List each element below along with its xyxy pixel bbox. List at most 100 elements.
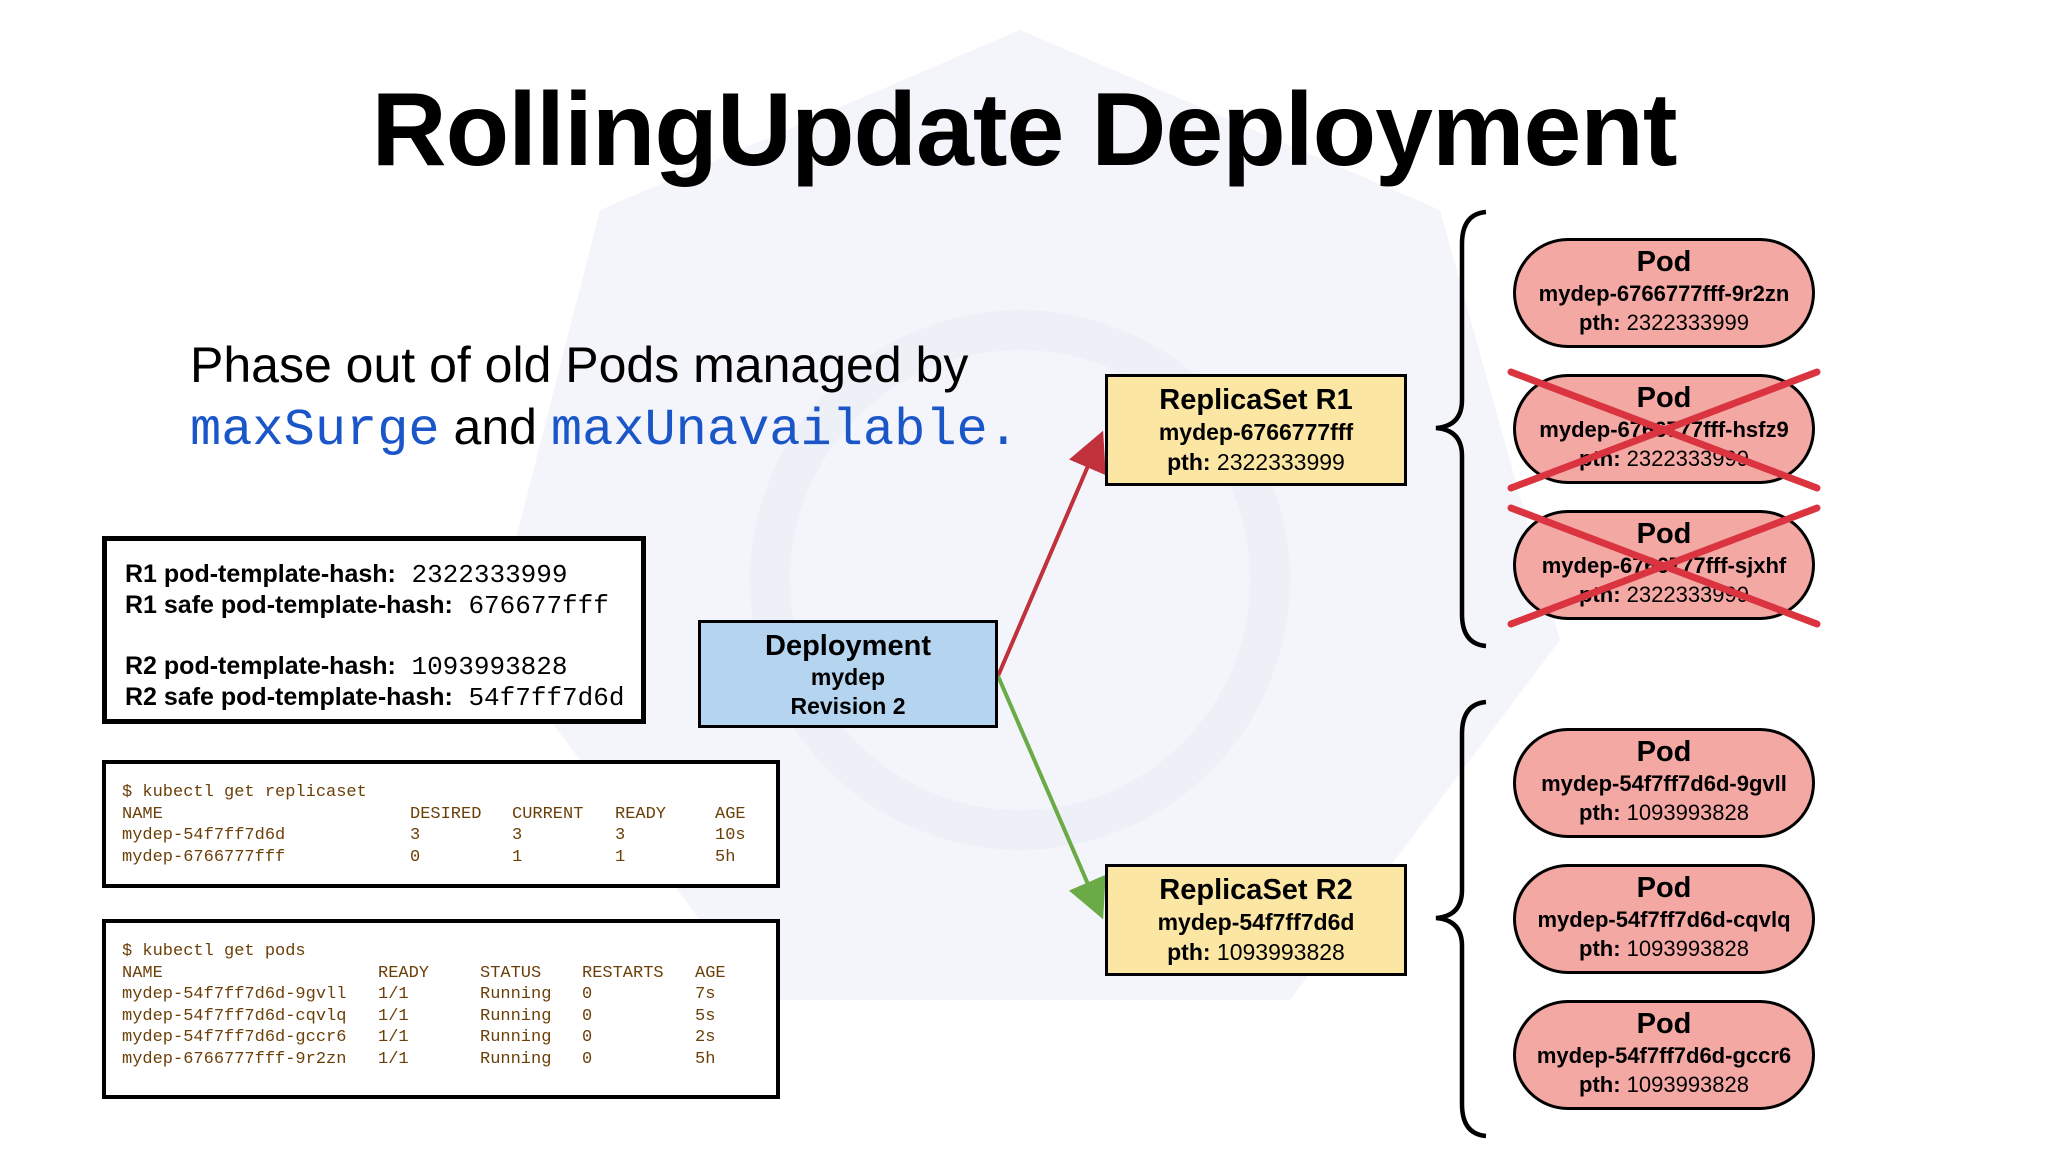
pods-terminal-cell: Running: [480, 1049, 552, 1069]
pth-value: 1093993828: [1210, 939, 1345, 965]
pod-pth: pth: 1093993828: [1516, 799, 1812, 827]
pod-template-hash-box: R1 pod-template-hash: 2322333999 R1 safe…: [102, 536, 646, 724]
replicaset-terminal-cell: AGE: [715, 804, 746, 824]
replicaset-pth: pth: 1093993828: [1108, 937, 1404, 967]
replicaset-terminal-cell: 3: [410, 826, 421, 845]
pods-terminal-cell: 7s: [695, 985, 716, 1004]
r1-safe-hash-value: 676677fff: [452, 591, 609, 621]
pods-terminal-cell: 0: [582, 985, 593, 1004]
pth-label: pth:: [1167, 449, 1211, 475]
replicaset-terminal-cell: 3: [615, 826, 626, 845]
replicaset-title: ReplicaSet R2: [1159, 874, 1353, 906]
replicaset-terminal-cell: 1: [512, 847, 523, 867]
r2-hash-label: R2 pod-template-hash:: [125, 652, 396, 680]
pods-terminal-cell: AGE: [695, 963, 726, 983]
pods-terminal-cell: 1/1: [378, 1049, 409, 1069]
subtitle-line2: maxSurge and maxUnavailable.: [190, 396, 1019, 462]
pods-terminal-header-row: NAME READY STATUS RESTARTS AGE: [122, 963, 776, 985]
pod-pth: pth: 2322333999: [1516, 309, 1812, 337]
replicaset-terminal-cell: mydep-6766777fff: [122, 847, 286, 867]
pod-pth: pth: 2322333999: [1516, 445, 1812, 473]
pth-label: pth:: [1579, 936, 1621, 961]
r1-safe-hash-label: R1 safe pod-template-hash:: [125, 591, 453, 619]
replicaset-r1-node: ReplicaSet R1 mydep-6766777fff pth: 2322…: [1105, 374, 1407, 486]
pod-title: Pod: [1636, 872, 1692, 904]
pods-terminal-row: mydep-54f7ff7d6d-9gvll 1/1 Running 0 7s: [122, 984, 776, 1006]
deployment-revision: Revision 2: [790, 693, 906, 719]
pods-terminal-cell: mydep-54f7ff7d6d-gccr6: [122, 1028, 347, 1047]
pod-node-terminated: Pod mydep-6766777fff-sjxhf pth: 2322333999: [1513, 510, 1815, 620]
pods-terminal-command: $ kubectl get pods: [122, 942, 306, 961]
replicaset-terminal-cell: CURRENT: [512, 804, 584, 824]
pod-node: Pod mydep-54f7ff7d6d-cqvlq pth: 1093993828: [1513, 864, 1815, 974]
pods-terminal-cell: 1/1: [378, 985, 409, 1004]
pods-terminal-row: mydep-54f7ff7d6d-cqvlq 1/1 Running 0 5s: [122, 1006, 776, 1028]
pods-terminal-cell: 0: [582, 1049, 593, 1069]
max-surge-code: maxSurge: [190, 401, 440, 460]
r1-hash-label: R1 pod-template-hash:: [125, 560, 396, 588]
replicaset-name: mydep-54f7ff7d6d: [1157, 909, 1355, 935]
pth-value: 2322333999: [1620, 446, 1749, 471]
pth-label: pth:: [1579, 800, 1621, 825]
subtitle: Phase out of old Pods managed by maxSurg…: [190, 334, 1019, 462]
pods-terminal-cell: 0: [582, 1006, 593, 1026]
subtitle-and: and: [439, 399, 551, 455]
r1-hash-value: 2322333999: [395, 560, 568, 590]
pod-name: mydep-6766777fff-9r2zn: [1538, 281, 1790, 306]
pth-value: 1093993828: [1620, 936, 1749, 961]
deployment-title: Deployment: [765, 630, 931, 662]
pth-value: 2322333999: [1210, 449, 1345, 475]
pods-terminal-cell: 5s: [695, 1006, 716, 1026]
deployment-node: Deployment mydep Revision 2: [698, 620, 998, 728]
pth-value: 2322333999: [1620, 582, 1749, 607]
pods-terminal-cell: mydep-54f7ff7d6d-cqvlq: [122, 1006, 347, 1026]
pods-terminal-cell: STATUS: [480, 963, 542, 983]
pth-label: pth:: [1579, 1072, 1621, 1097]
pods-terminal-cell: 1/1: [378, 1028, 409, 1047]
pth-value: 2322333999: [1620, 310, 1749, 335]
pod-title: Pod: [1636, 1008, 1692, 1040]
max-unavailable-code: maxUnavailable.: [550, 401, 1019, 460]
pods-terminal-cell: Running: [480, 985, 552, 1004]
pod-pth: pth: 2322333999: [1516, 581, 1812, 609]
replicaset-terminal-cell: 0: [410, 847, 421, 867]
subtitle-line1: Phase out of old Pods managed by: [190, 337, 969, 393]
pods-terminal-cell: RESTARTS: [582, 963, 664, 983]
page-title: RollingUpdate Deployment: [371, 72, 1678, 188]
pods-terminal-cell: NAME: [122, 963, 163, 983]
replicaset-name: mydep-6766777fff: [1158, 419, 1354, 445]
replicaset-terminal-cell: READY: [615, 804, 667, 824]
pod-title: Pod: [1636, 382, 1692, 414]
pods-terminal-cell: mydep-54f7ff7d6d-9gvll: [122, 985, 347, 1004]
pods-terminal-cell: 2s: [695, 1028, 716, 1047]
pth-label: pth:: [1579, 582, 1621, 607]
deployment-name: mydep: [810, 664, 886, 690]
pods-terminal-cell: READY: [378, 963, 430, 983]
pods-terminal-cell: Running: [480, 1028, 552, 1047]
pod-title: Pod: [1636, 736, 1692, 768]
pth-label: pth:: [1167, 939, 1211, 965]
pods-terminal-cell: 1/1: [378, 1006, 409, 1026]
replicaset-terminal-cell: NAME: [122, 804, 163, 824]
replicaset-terminal-cell: 5h: [715, 847, 736, 867]
pod-name: mydep-54f7ff7d6d-cqvlq: [1537, 907, 1791, 932]
replicaset-title: ReplicaSet R1: [1159, 384, 1353, 416]
replicaset-terminal-cell: mydep-54f7ff7d6d: [122, 826, 286, 845]
pod-pth: pth: 1093993828: [1516, 935, 1812, 963]
r2-hash-value: 1093993828: [395, 652, 568, 682]
pth-value: 1093993828: [1620, 800, 1749, 825]
pods-terminal-cell: Running: [480, 1006, 552, 1026]
pod-name: mydep-6766777fff-sjxhf: [1541, 553, 1787, 578]
pth-value: 1093993828: [1620, 1072, 1749, 1097]
pod-title: Pod: [1636, 518, 1692, 550]
replicaset-terminal-cell: 10s: [715, 826, 746, 845]
